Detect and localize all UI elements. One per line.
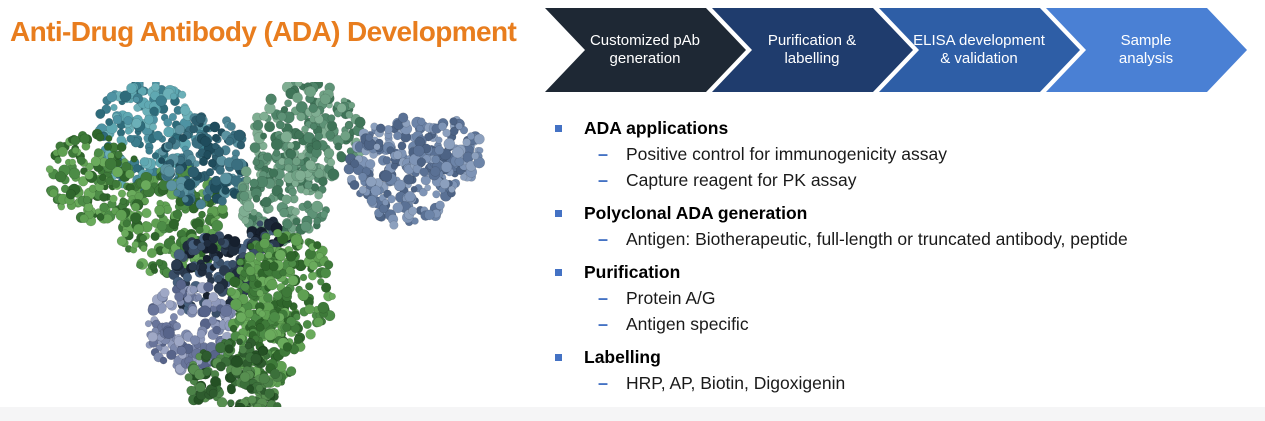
page-title: Anti-Drug Antibody (ADA) Development xyxy=(10,16,517,47)
chevron-step-1 xyxy=(545,8,746,92)
section-title: Polyclonal ADA generation xyxy=(584,202,808,223)
chevron-step-1-label: Customized pAb generation xyxy=(589,32,701,67)
dash-bullet-icon: – xyxy=(598,287,609,308)
square-bullet-icon xyxy=(555,209,562,217)
section-title: ADA applications xyxy=(584,117,729,138)
section-heading: Labelling xyxy=(545,344,1261,370)
list-item: – Antigen specific xyxy=(545,311,1261,337)
chevron-step-2 xyxy=(712,8,913,92)
section-title: Purification xyxy=(584,261,681,282)
square-bullet-icon xyxy=(555,268,562,276)
content-list: ADA applications – Positive control for … xyxy=(545,115,1261,396)
footer-divider-bar xyxy=(0,407,1265,421)
antibody-molecule xyxy=(45,82,486,417)
list-item: – HRP, AP, Biotin, Digoxigenin xyxy=(545,370,1261,396)
chevron-step-3-label: ELISA development & validation xyxy=(913,32,1045,67)
process-flow-diagram xyxy=(545,8,1247,92)
dash-bullet-icon: – xyxy=(598,372,609,393)
list-section-labelling: Labelling – HRP, AP, Biotin, Digoxigenin xyxy=(545,344,1261,396)
list-section-polyclonal-ada-generation: Polyclonal ADA generation – Antigen: Bio… xyxy=(545,200,1261,252)
list-item-text: Antigen specific xyxy=(626,313,749,334)
chevron-step-2-label: Purification & labelling xyxy=(767,32,857,67)
list-item-text: Capture reagent for PK assay xyxy=(626,169,857,190)
list-item: – Positive control for immunogenicity as… xyxy=(545,141,1261,167)
list-item-text: HRP, AP, Biotin, Digoxigenin xyxy=(626,372,846,393)
square-bullet-icon xyxy=(555,124,562,132)
dash-bullet-icon: – xyxy=(598,228,609,249)
list-item-text: Positive control for immunogenicity assa… xyxy=(626,143,947,164)
list-item-text: Protein A/G xyxy=(626,287,716,308)
chevron-step-4 xyxy=(1046,8,1247,92)
list-item-text: Antigen: Biotherapeutic, full-length or … xyxy=(626,228,1128,249)
square-bullet-icon xyxy=(555,353,562,361)
list-section-ada-applications: ADA applications – Positive control for … xyxy=(545,115,1261,193)
section-heading: ADA applications xyxy=(545,115,1261,141)
list-item: – Antigen: Biotherapeutic, full-length o… xyxy=(545,226,1261,252)
dash-bullet-icon: – xyxy=(598,169,609,190)
chevron-step-3 xyxy=(879,8,1080,92)
dash-bullet-icon: – xyxy=(598,143,609,164)
list-item: – Protein A/G xyxy=(545,285,1261,311)
chevron-step-4-label: Sample analysis xyxy=(1118,32,1174,67)
dash-bullet-icon: – xyxy=(598,313,609,334)
list-section-purification: Purification – Protein A/G – Antigen spe… xyxy=(545,259,1261,337)
list-item: – Capture reagent for PK assay xyxy=(545,167,1261,193)
section-heading: Purification xyxy=(545,259,1261,285)
section-title: Labelling xyxy=(584,346,661,367)
section-heading: Polyclonal ADA generation xyxy=(545,200,1261,226)
